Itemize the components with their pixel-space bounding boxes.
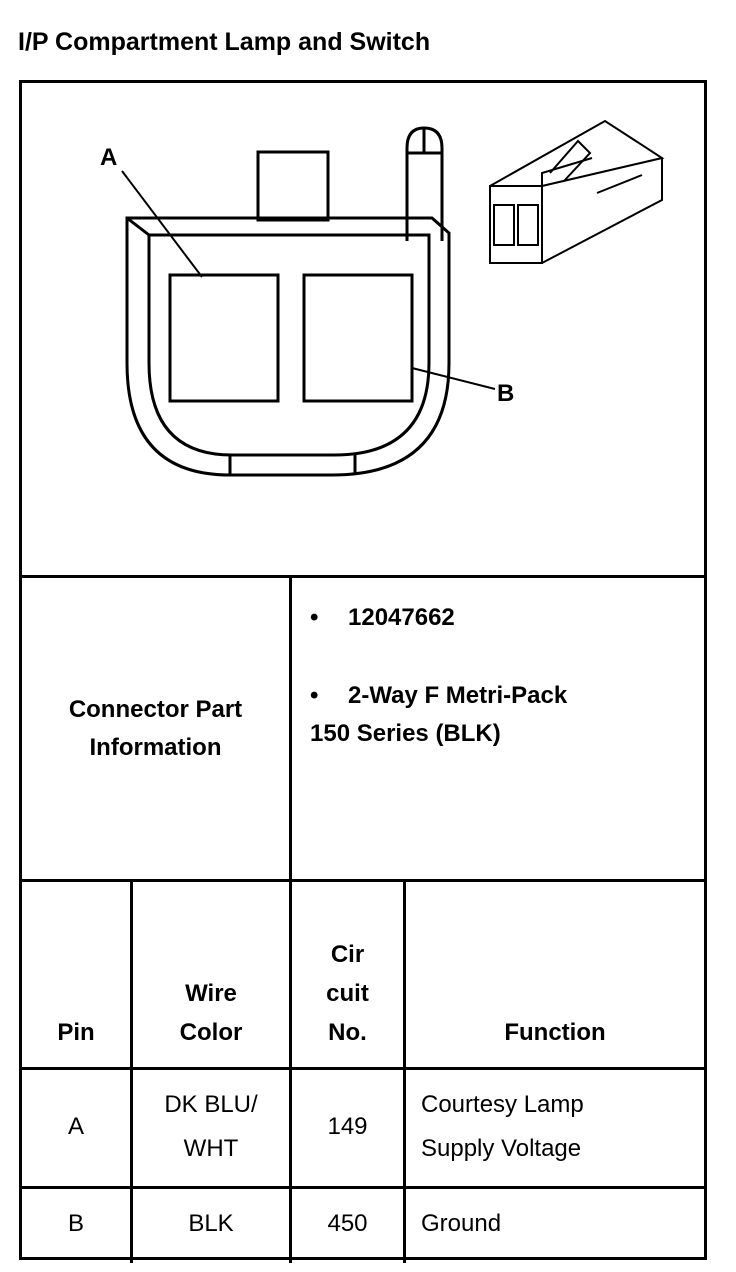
connector-diagram: A B xyxy=(100,119,665,477)
header-wire-color: Wire Color xyxy=(179,980,243,1046)
separator xyxy=(22,879,704,882)
function-cell: Courtesy Lamp Supply Voltage xyxy=(421,1091,584,1162)
separator xyxy=(289,578,292,1263)
circuit-cell: 149 xyxy=(327,1113,368,1140)
separator xyxy=(130,882,133,1263)
separator xyxy=(22,1186,704,1189)
pin-b-callout: B xyxy=(497,380,514,407)
circuit-cell: 450 xyxy=(327,1210,368,1237)
header-function: Function xyxy=(504,1019,606,1046)
function-cell: Ground xyxy=(421,1210,502,1237)
wire-color-cell: BLK xyxy=(188,1210,234,1237)
pin-cell: B xyxy=(67,1210,84,1237)
page-title: I/P Compartment Lamp and Switch xyxy=(18,28,431,56)
connector-table: A B Connector Part Information •12047662… xyxy=(19,80,707,1263)
header-circuit-no: Cir cuit No. xyxy=(326,941,369,1046)
pin-a-callout: A xyxy=(100,144,117,171)
connector-info-value: •12047662 •2-Way F Metri-Pack 150 Series… xyxy=(310,604,568,747)
wire-color-cell: DK BLU/ WHT xyxy=(164,1091,258,1162)
separator xyxy=(22,575,704,578)
separator xyxy=(403,882,406,1263)
connector-info-label: Connector Part Information xyxy=(68,695,243,761)
pin-cell: A xyxy=(67,1113,84,1140)
connector-isometric-icon xyxy=(489,119,665,264)
connector-description: 2-Way F Metri-Pack xyxy=(348,682,568,709)
header-pin: Pin xyxy=(57,1019,95,1046)
separator xyxy=(22,1067,704,1070)
part-number: 12047662 xyxy=(348,604,455,631)
